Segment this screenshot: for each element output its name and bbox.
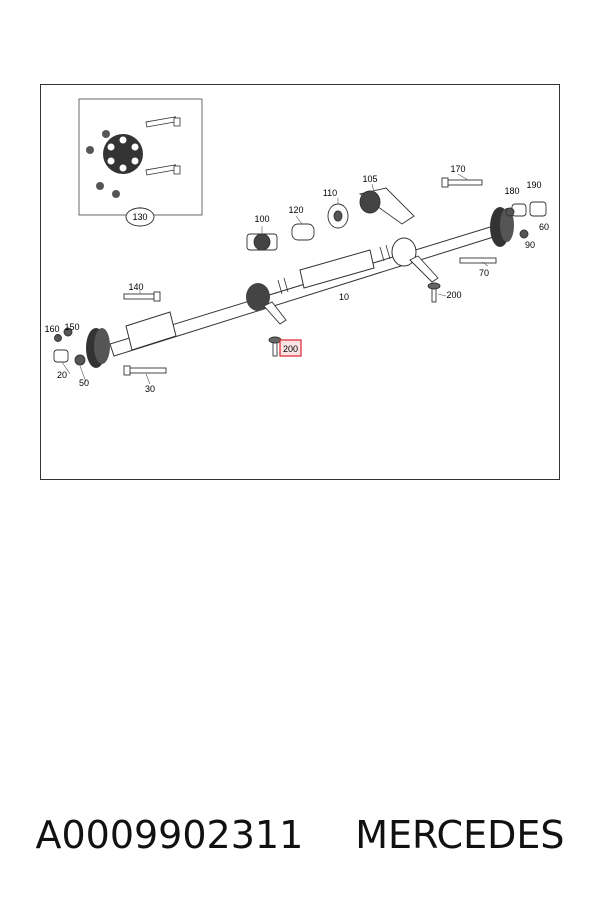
parts-diagram: 130 100 120 110 105 170 180 190 60 90 70… bbox=[40, 84, 560, 480]
callout-105: 105 bbox=[362, 174, 377, 184]
callout-100: 100 bbox=[254, 214, 269, 224]
callout-150: 150 bbox=[64, 322, 79, 332]
caption-bar: A0009902311 MERCEDES bbox=[0, 800, 600, 870]
callout-labels: 130 100 120 110 105 170 180 190 60 90 70… bbox=[44, 164, 549, 394]
callout-70: 70 bbox=[479, 268, 489, 278]
callout-200-right: 200 bbox=[446, 290, 461, 300]
callout-120: 120 bbox=[288, 205, 303, 215]
callout-190: 190 bbox=[526, 180, 541, 190]
loose-parts bbox=[53, 177, 547, 376]
callout-170: 170 bbox=[450, 164, 465, 174]
callout-130: 130 bbox=[132, 212, 147, 222]
callout-140: 140 bbox=[128, 282, 143, 292]
callout-180: 180 bbox=[504, 186, 519, 196]
callout-90: 90 bbox=[525, 240, 535, 250]
callout-10: 10 bbox=[339, 292, 349, 302]
inset-flex-disc-kit bbox=[78, 98, 203, 227]
callout-200-highlighted[interactable]: 200 bbox=[283, 344, 298, 354]
callout-30: 30 bbox=[145, 384, 155, 394]
callout-50: 50 bbox=[79, 378, 89, 388]
brand-name: MERCEDES bbox=[355, 813, 565, 857]
callout-20: 20 bbox=[57, 370, 67, 380]
callout-110: 110 bbox=[323, 188, 337, 198]
part-number: A0009902311 bbox=[35, 813, 304, 857]
callout-160: 160 bbox=[44, 324, 59, 334]
drive-shaft-assembly bbox=[86, 207, 514, 368]
leader-lines bbox=[61, 173, 489, 385]
highlight-box bbox=[279, 339, 302, 357]
callout-60: 60 bbox=[539, 222, 549, 232]
